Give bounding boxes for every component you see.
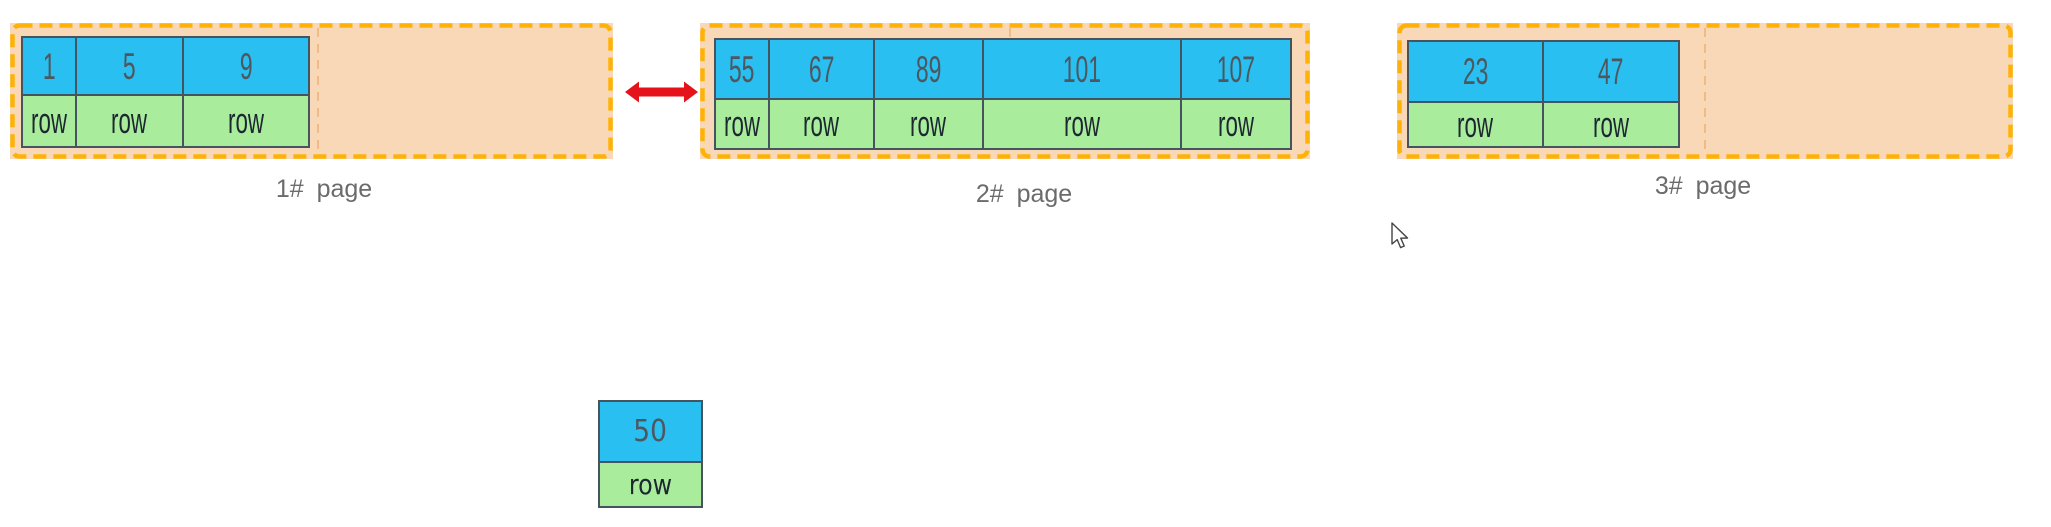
key-value: 67 bbox=[808, 48, 835, 90]
row-label: row bbox=[803, 103, 840, 144]
key-cell: 1 bbox=[23, 38, 75, 96]
key-cell: 89 bbox=[875, 40, 982, 100]
page-3-dashed-border bbox=[1397, 23, 2013, 159]
page-1-col-2: 5 row bbox=[75, 38, 182, 146]
row-cell: row bbox=[184, 96, 308, 146]
page-2-col-4: 101 row bbox=[982, 40, 1180, 148]
key-value: 101 bbox=[1062, 48, 1102, 90]
row-cell: row bbox=[1409, 103, 1542, 146]
key-value: 107 bbox=[1216, 48, 1256, 90]
row-label: row bbox=[1457, 103, 1494, 145]
row-cell: row bbox=[600, 463, 701, 506]
key-value: 5 bbox=[123, 45, 136, 87]
double-arrow-icon bbox=[625, 81, 698, 103]
key-value: 47 bbox=[1598, 51, 1624, 92]
row-cell: row bbox=[984, 100, 1180, 148]
orphan-row-cell: 50 row bbox=[598, 400, 703, 508]
key-cell: 107 bbox=[1182, 40, 1290, 100]
row-label: row bbox=[1218, 103, 1254, 144]
page-3-table: 23 row 47 row bbox=[1407, 40, 1680, 148]
key-cell: 67 bbox=[770, 40, 873, 100]
page-1-col-1: 1 row bbox=[23, 38, 75, 146]
row-label: row bbox=[724, 103, 760, 144]
key-cell: 101 bbox=[984, 40, 1180, 100]
key-value: 50 bbox=[633, 414, 668, 449]
key-cell: 9 bbox=[184, 38, 308, 96]
row-cell: row bbox=[716, 100, 768, 148]
key-value: 89 bbox=[915, 48, 942, 90]
page-2-col-2: 67 row bbox=[768, 40, 873, 148]
row-label: row bbox=[1593, 103, 1629, 145]
page-2-col-5: 107 row bbox=[1180, 40, 1290, 148]
key-cell: 5 bbox=[77, 38, 182, 96]
key-value: 55 bbox=[729, 48, 755, 90]
page-2-label: 2# page bbox=[975, 180, 1073, 208]
row-label: row bbox=[1064, 103, 1100, 144]
row-label: row bbox=[228, 100, 264, 141]
page-3-label: 3# page bbox=[1654, 172, 1752, 200]
row-label: row bbox=[628, 468, 673, 501]
page-2-col-3: 89 row bbox=[873, 40, 982, 148]
key-value: 9 bbox=[239, 45, 253, 87]
row-cell: row bbox=[770, 100, 873, 148]
key-value: 23 bbox=[1462, 51, 1489, 92]
page-3-box: 23 row 47 row bbox=[1397, 23, 2013, 159]
row-cell: row bbox=[23, 96, 75, 146]
row-cell: row bbox=[77, 96, 182, 146]
page-1-table: 1 row 5 row 9 row bbox=[21, 36, 310, 148]
key-cell: 55 bbox=[716, 40, 768, 100]
page-1-box: 1 row 5 row 9 row bbox=[10, 23, 613, 159]
row-label: row bbox=[31, 100, 67, 141]
page-1-dashed-border bbox=[10, 23, 613, 159]
key-cell: 50 bbox=[600, 402, 701, 463]
key-cell: 47 bbox=[1544, 42, 1678, 103]
row-cell: row bbox=[1544, 103, 1678, 146]
mouse-cursor-icon bbox=[1391, 222, 1409, 249]
page-3-col-1: 23 row bbox=[1409, 42, 1542, 146]
page-2-table: 55 row 67 row 89 row 101 row 107 row bbox=[714, 38, 1292, 150]
page-2-col-1: 55 row bbox=[716, 40, 768, 148]
key-value: 1 bbox=[42, 45, 56, 87]
row-cell: row bbox=[875, 100, 982, 148]
page-2-box: 55 row 67 row 89 row 101 row 107 row bbox=[700, 23, 1310, 159]
row-label: row bbox=[910, 103, 947, 144]
page-3-col-2: 47 row bbox=[1542, 42, 1678, 146]
key-cell: 23 bbox=[1409, 42, 1542, 103]
row-cell: row bbox=[1182, 100, 1290, 148]
page-1-col-3: 9 row bbox=[182, 38, 308, 146]
page-1-label: 1# page bbox=[275, 175, 373, 203]
row-label: row bbox=[111, 100, 148, 141]
